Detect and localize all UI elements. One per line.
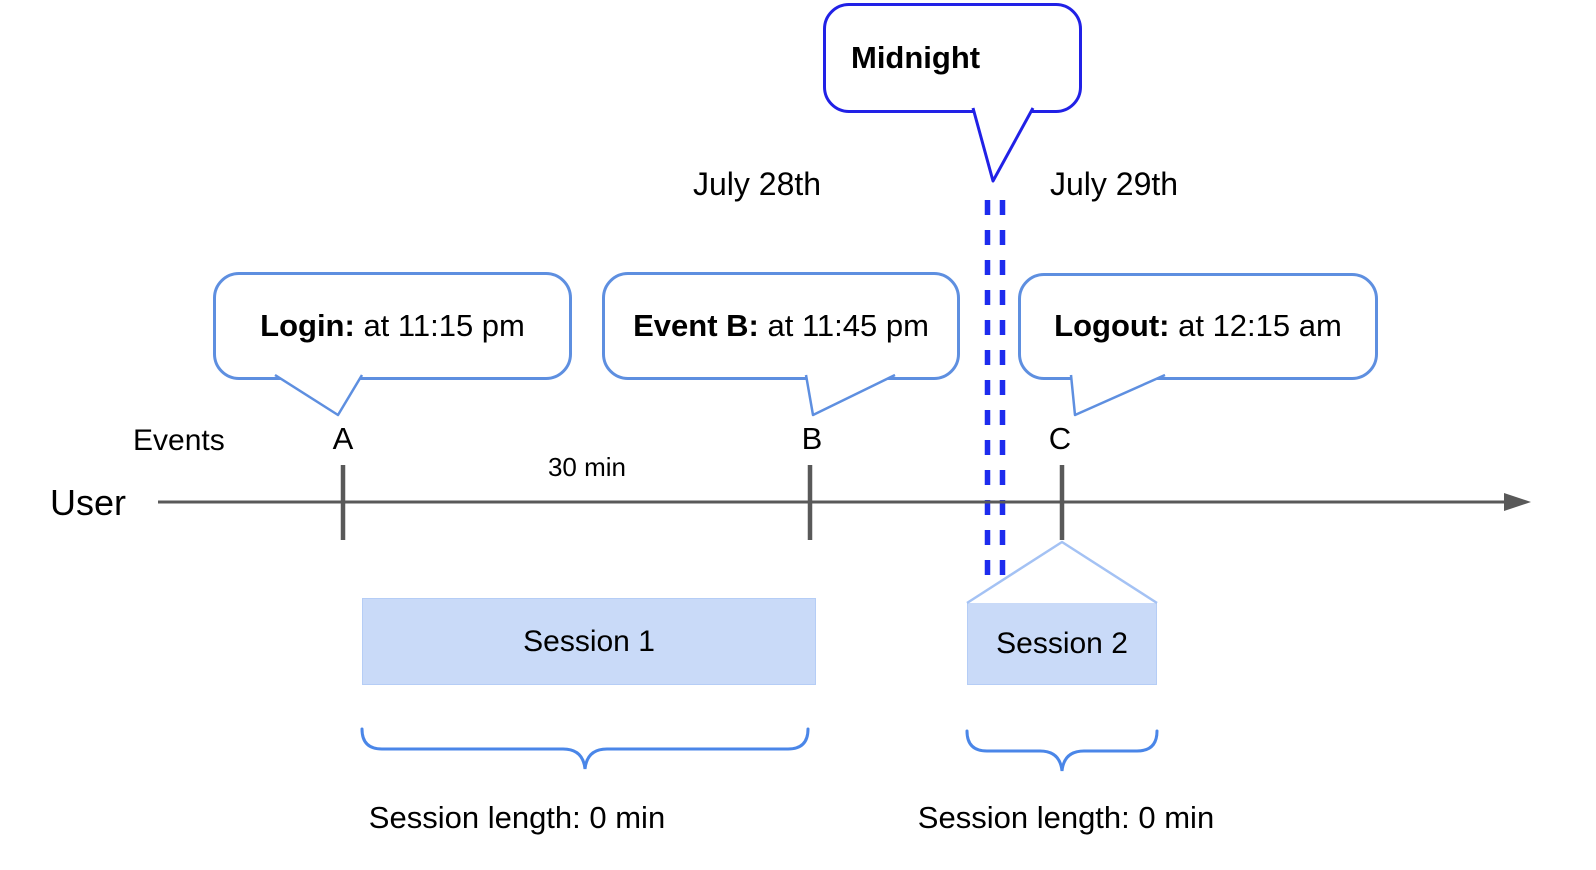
logout-callout-text: Logout: at 12:15 am [1054,308,1342,344]
logout-callout-tail [1069,373,1166,417]
event-marker-c: C [1048,421,1072,456]
timeline-axis [158,493,1531,511]
session-braces [360,727,1159,772]
session-2-wedge [966,540,1158,605]
midnight-callout-tail [971,107,1035,183]
user-label: User [50,482,127,523]
session-2-label: Session 2 [996,626,1128,660]
logout-callout: Logout: at 12:15 am [1018,273,1378,380]
session-2-brace [965,729,1159,772]
session-2-length-label: Session length: 0 min [917,800,1215,835]
event-marker-b: B [801,421,823,456]
event-b-callout-text: Event B: at 11:45 pm [633,307,929,343]
event-b-callout-tail [804,373,896,417]
event-b-callout: Event B: at 11:45 pm [602,272,960,380]
midnight-dashed-lines [984,200,1006,578]
event-ticks [340,465,1065,540]
session-1-box: Session 1 [362,598,816,685]
interval-label-30min: 30 min [547,452,627,482]
event-marker-a: A [332,421,354,456]
session-2-box: Session 2 [967,602,1157,685]
events-label: Events [133,424,225,457]
session-1-label: Session 1 [523,624,655,658]
timeline-arrowhead [1504,493,1531,511]
login-callout-text: Login: at 11:15 pm [260,307,525,343]
midnight-callout-label: Midnight [851,39,981,75]
midnight-callout: Midnight [823,3,1082,113]
login-callout-tail [274,373,364,417]
login-callout: Login: at 11:15 pm [213,272,572,380]
date-label-july-28: July 28th [693,166,822,202]
date-label-july-29: July 29th [1050,166,1179,202]
session-1-brace [360,727,810,770]
session-1-length-label: Session length: 0 min [368,800,666,835]
